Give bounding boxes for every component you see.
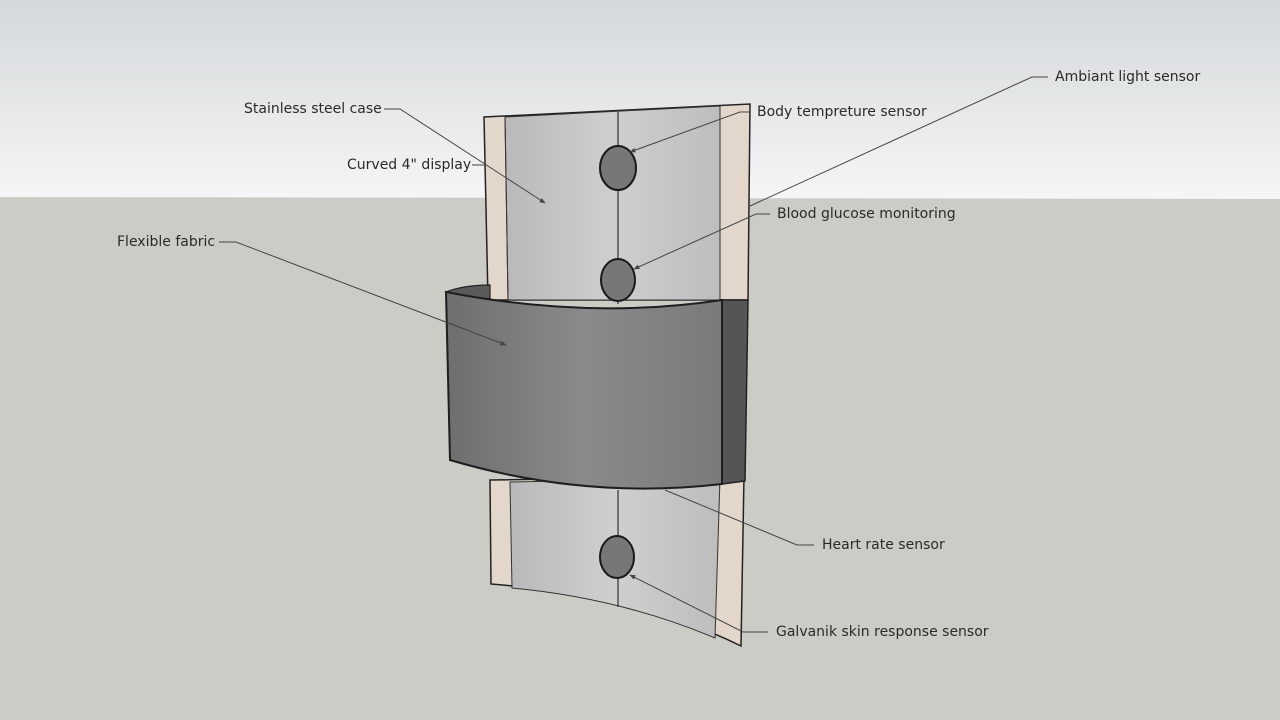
leader-blood-glucose — [633, 213, 770, 270]
upper-case — [483, 103, 751, 304]
leader-ambient-light — [749, 76, 1048, 207]
label-stainless-steel-case: Stainless steel case — [244, 101, 382, 117]
fabric-side — [721, 299, 749, 485]
label-blood-glucose-monitoring: Blood glucose monitoring — [777, 206, 956, 222]
label-curved-display: Curved 4" display — [347, 157, 472, 173]
galvanic-skin-sensor — [599, 535, 635, 579]
leader-flexible-fabric — [219, 241, 507, 346]
body-temperature-sensor — [599, 145, 637, 191]
label-heart-rate-sensor: Heart rate sensor — [822, 537, 945, 553]
label-flexible-fabric: Flexible fabric — [117, 234, 216, 250]
label-body-temperature-sensor: Body tempreture sensor — [757, 104, 927, 120]
leader-galvanic-skin — [629, 574, 768, 633]
label-galvanic-skin-response-sensor: Galvanik skin response sensor — [776, 624, 989, 640]
blood-glucose-sensor — [600, 258, 636, 302]
leader-body-temperature — [629, 111, 749, 153]
leader-lines — [219, 76, 1048, 633]
fabric-band — [444, 284, 749, 490]
frame-edge-left — [504, 116, 509, 301]
leader-stainless-steel-case — [384, 108, 546, 204]
fabric-front — [444, 290, 723, 490]
leader-heart-rate — [664, 489, 814, 546]
label-ambient-light-sensor: Ambiant light sensor — [1055, 69, 1201, 85]
